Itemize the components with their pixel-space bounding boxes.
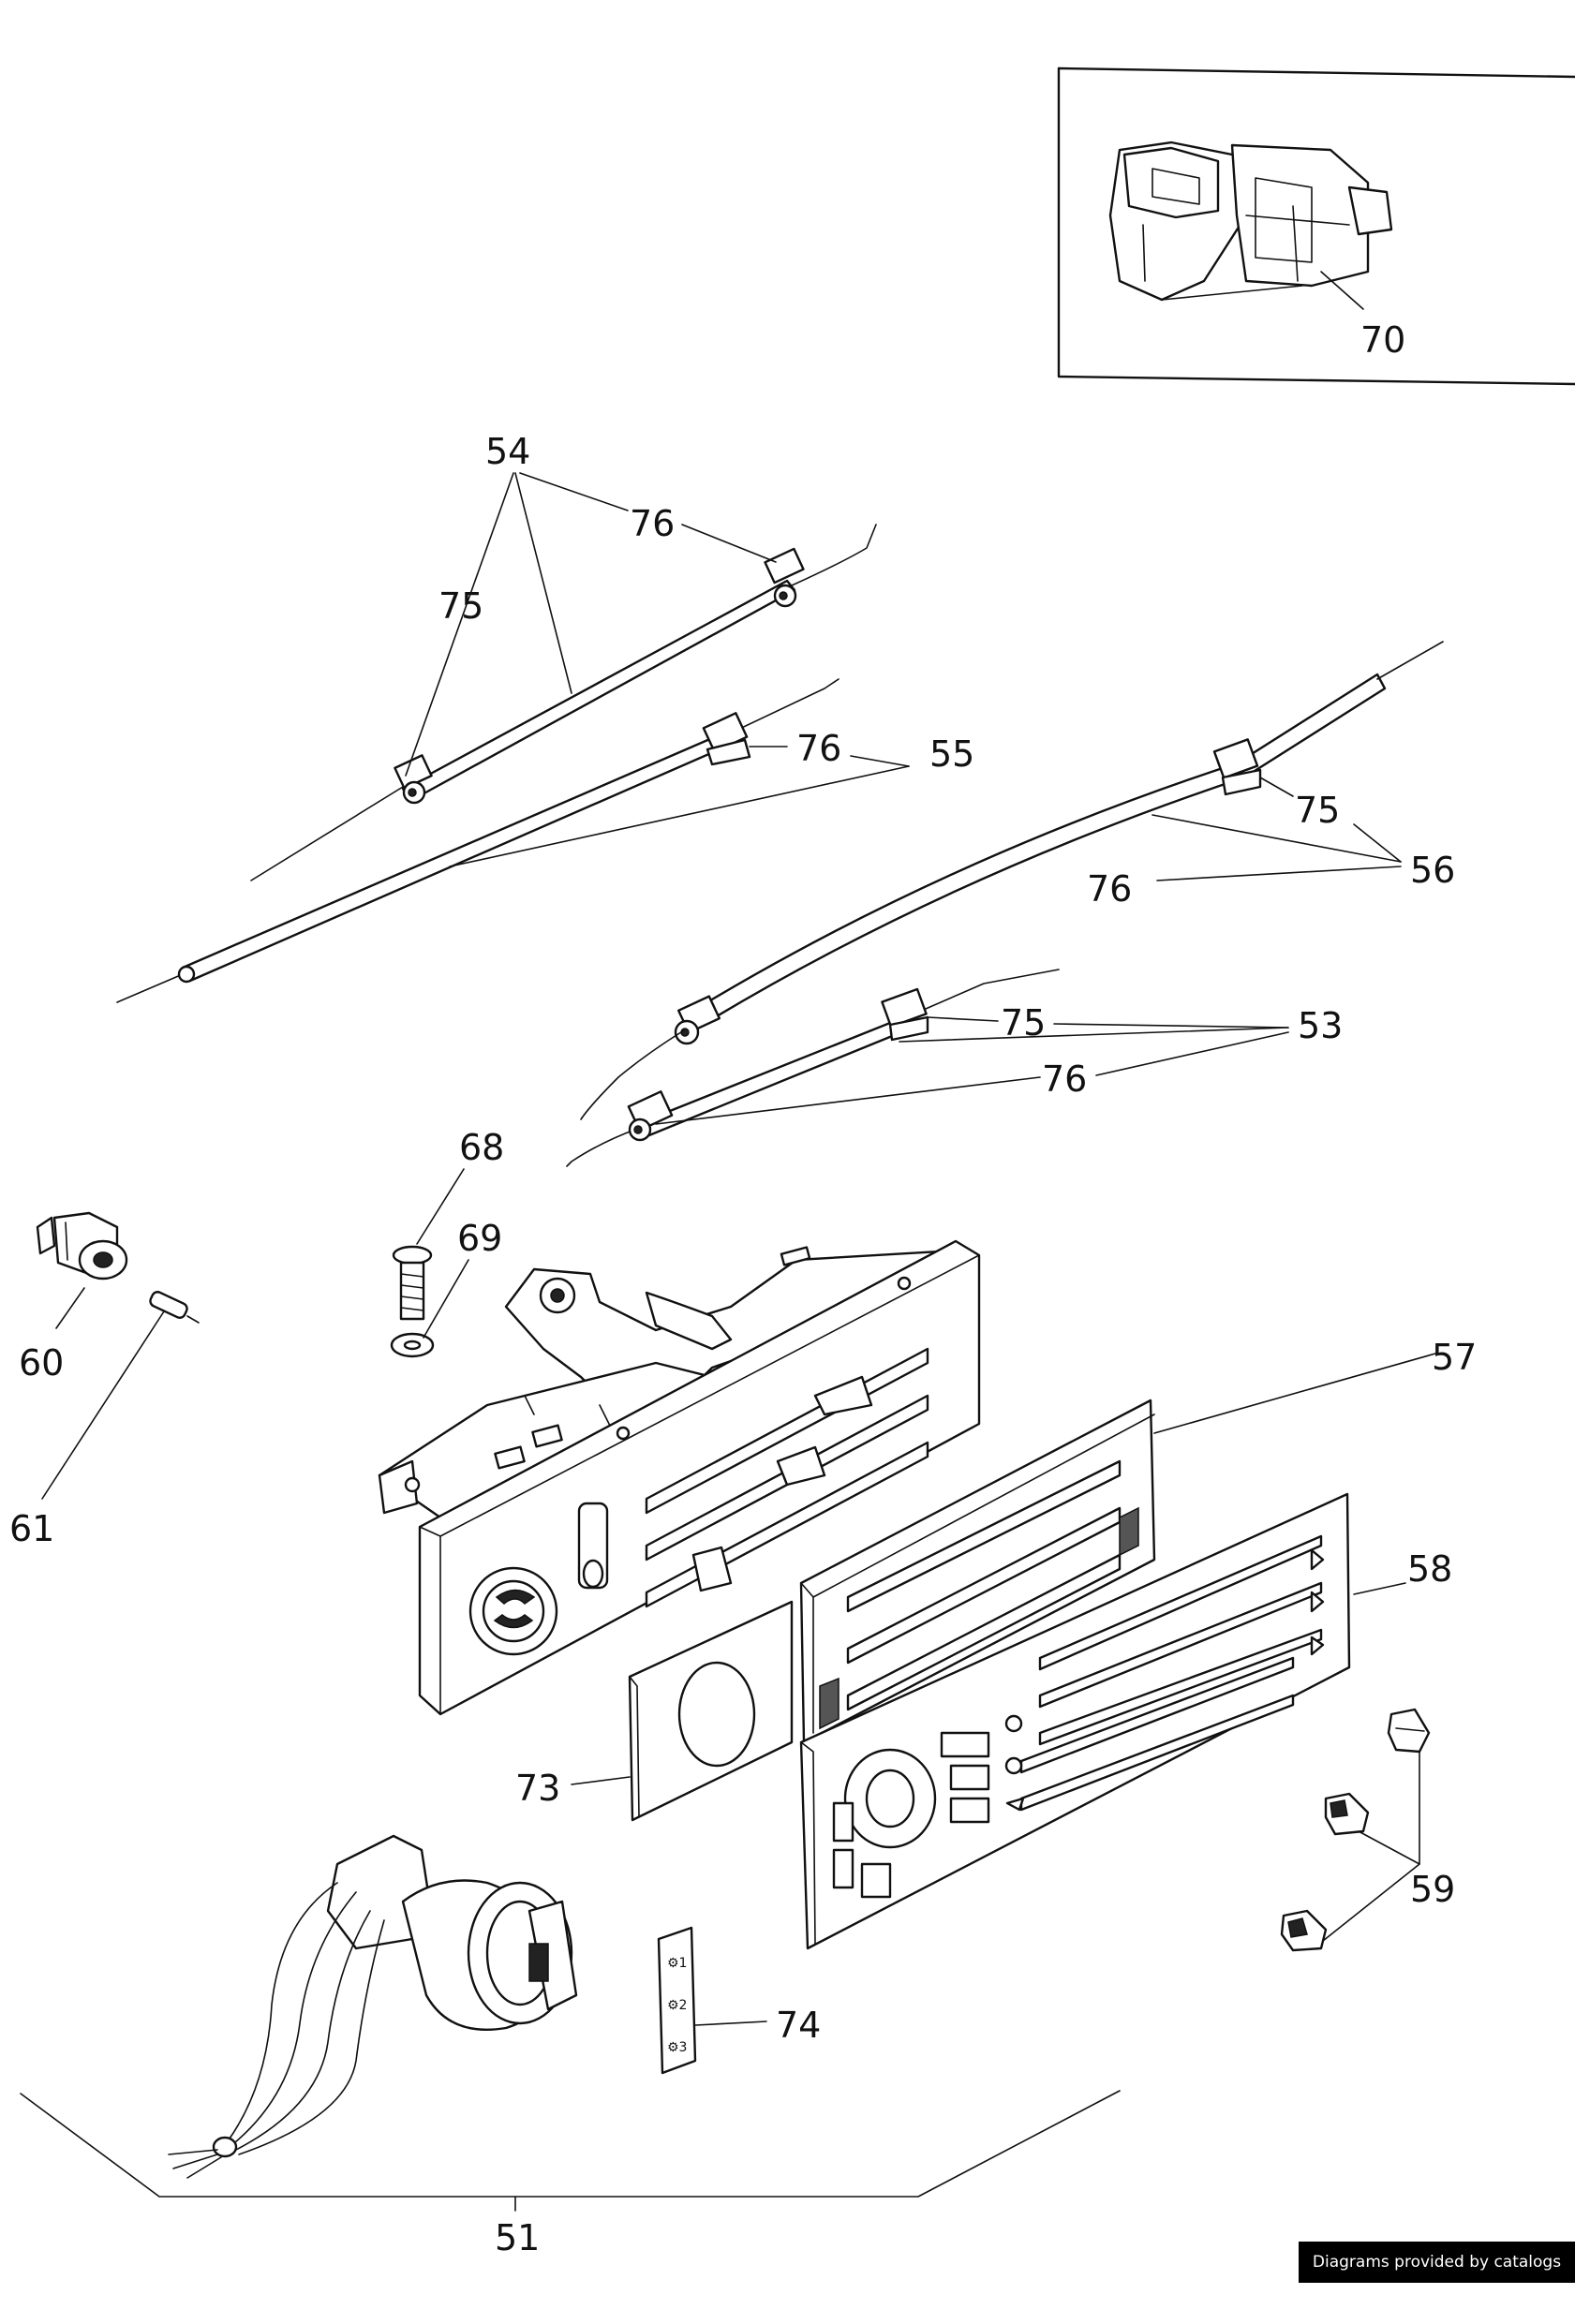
bracket-51 xyxy=(20,2090,1121,2198)
cable-clip-76-mid xyxy=(702,712,751,766)
callout-69: 69 xyxy=(457,1218,502,1259)
label-strip-part-74: ⚙1 ⚙2 ⚙3 xyxy=(657,1926,697,2075)
callout-75-right: 75 xyxy=(1295,790,1340,831)
callout-51: 51 xyxy=(495,2217,540,2258)
callout-53: 53 xyxy=(1298,1005,1343,1046)
cable-55 xyxy=(116,678,840,1003)
frame-part-57 xyxy=(799,1399,1156,1744)
cable-clip-76-lower xyxy=(674,995,721,1045)
cable-56 xyxy=(580,641,1444,1120)
knob-top xyxy=(1387,1708,1431,1754)
callout-70: 70 xyxy=(1360,319,1405,361)
callout-61: 61 xyxy=(9,1508,54,1549)
svg-text:⚙3: ⚙3 xyxy=(667,2040,687,2055)
control-panel-body xyxy=(418,1239,981,1716)
svg-text:⚙2: ⚙2 xyxy=(667,1998,687,2013)
callout-55: 55 xyxy=(929,733,974,775)
inset-box-part-70: 70 xyxy=(1057,67,1575,386)
bezel-part-58 xyxy=(799,1492,1351,1950)
callout-59: 59 xyxy=(1410,1869,1455,1910)
plate-part-73 xyxy=(628,1600,794,1822)
svg-text:⚙1: ⚙1 xyxy=(667,1956,687,1971)
callout-57: 57 xyxy=(1432,1337,1477,1378)
washer-part-69 xyxy=(390,1332,435,1358)
cable-clip-76-top xyxy=(764,547,805,608)
callout-76-mid: 76 xyxy=(796,728,841,769)
bulb-socket-part-60 xyxy=(36,1211,128,1280)
blower-housing-part-70 xyxy=(1108,141,1393,302)
callout-60: 60 xyxy=(19,1342,64,1384)
callout-56: 56 xyxy=(1410,850,1455,891)
bulb-part-61 xyxy=(149,1291,200,1324)
credit-badge[interactable]: Diagrams provided by catalogs parts xyxy=(1299,2242,1575,2313)
cable-53 xyxy=(566,969,1060,1167)
callout-73: 73 xyxy=(515,1768,560,1809)
knob-bottom xyxy=(1280,1909,1328,1952)
callout-76-bottom: 76 xyxy=(1042,1058,1087,1100)
screw-part-68 xyxy=(392,1245,433,1321)
callout-76-top: 76 xyxy=(630,503,675,544)
knobs-part-59 xyxy=(1280,1708,1431,1952)
blower-switch-part-51 xyxy=(168,1834,578,2179)
cable-clip-75-lower xyxy=(881,987,929,1042)
knob-middle xyxy=(1324,1792,1370,1836)
cable-54 xyxy=(250,524,877,881)
cable-clip-76-bottom xyxy=(627,1090,674,1142)
callout-76-right: 76 xyxy=(1087,868,1132,910)
leader-lines xyxy=(41,472,1436,2026)
callout-68: 68 xyxy=(459,1127,504,1168)
callout-54: 54 xyxy=(485,431,530,472)
callout-75-top: 75 xyxy=(438,585,483,627)
cable-clip-75-right xyxy=(1212,738,1262,796)
cable-clip-75-top xyxy=(394,754,433,805)
callout-74: 74 xyxy=(776,2005,821,2046)
callout-75-lower: 75 xyxy=(1001,1002,1046,1044)
callout-58: 58 xyxy=(1407,1548,1452,1590)
